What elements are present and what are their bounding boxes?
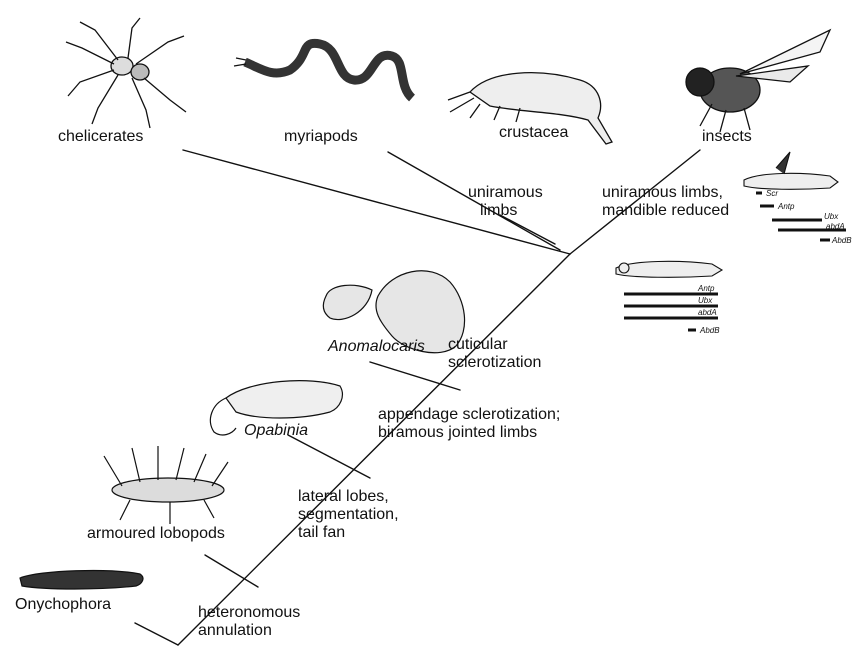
char-line: lateral lobes, [298,488,399,506]
char-uniramous-mandible: uniramous limbs, mandible reduced [602,184,729,220]
label-anomalocaris: Anomalocaris [328,338,425,356]
label-opabinia: Opabinia [244,422,308,440]
label-insects: insects [702,128,752,146]
ancestor-larva-icon [616,261,722,277]
char-line: appendage sclerotization; [378,406,560,424]
char-line: annulation [198,622,300,640]
char-line: heteronomous [198,604,300,622]
fly-icon [686,30,830,132]
trunk-line [178,254,570,645]
hox-insect-label: Antp [778,202,794,211]
label-chelicerates: chelicerates [58,128,143,146]
hox-ancestor-label: AbdB [700,326,720,335]
char-line: tail fan [298,524,399,542]
branch-lobopods [205,555,258,587]
hox-insect-label: AbdB [832,236,852,245]
char-uniramous-limbs: uniramous limbs [468,184,543,220]
branch-onychophora [135,623,178,645]
char-line: biramous jointed limbs [378,424,560,442]
char-line: limbs [468,202,543,220]
onychophoran-icon [20,571,143,589]
label-myriapods: myriapods [284,128,358,146]
branch-anomalocaris [370,362,460,390]
hox-ancestor-label: Antp [698,284,714,293]
char-lateral: lateral lobes, segmentation, tail fan [298,488,399,542]
char-line: uniramous [468,184,543,202]
centipede-icon [234,43,412,98]
label-crustacea: crustacea [499,124,568,142]
char-line: sclerotization [448,354,541,372]
hox-ancestor-label: Ubx [698,296,712,305]
spider-icon [66,18,186,128]
char-heteronomous: heteronomous annulation [198,604,300,640]
label-onychophora: Onychophora [15,596,111,614]
char-cuticular: cuticular sclerotization [448,336,541,372]
hox-insect-label: Scr [766,189,778,198]
insect-larva-icon [744,152,838,189]
hox-ancestor-label: abdA [698,308,717,317]
char-line: cuticular [448,336,541,354]
hox-insect-label: abdA [826,222,845,231]
char-appendage: appendage sclerotization; biramous joint… [378,406,560,442]
char-line: uniramous limbs, [602,184,729,202]
branch-opabinia [288,435,370,478]
hox-insect-label: Ubx [824,212,838,221]
char-line: mandible reduced [602,202,729,220]
label-armoured-lobopods: armoured lobopods [87,525,225,543]
lobopod-icon [104,446,228,524]
char-line: segmentation, [298,506,399,524]
